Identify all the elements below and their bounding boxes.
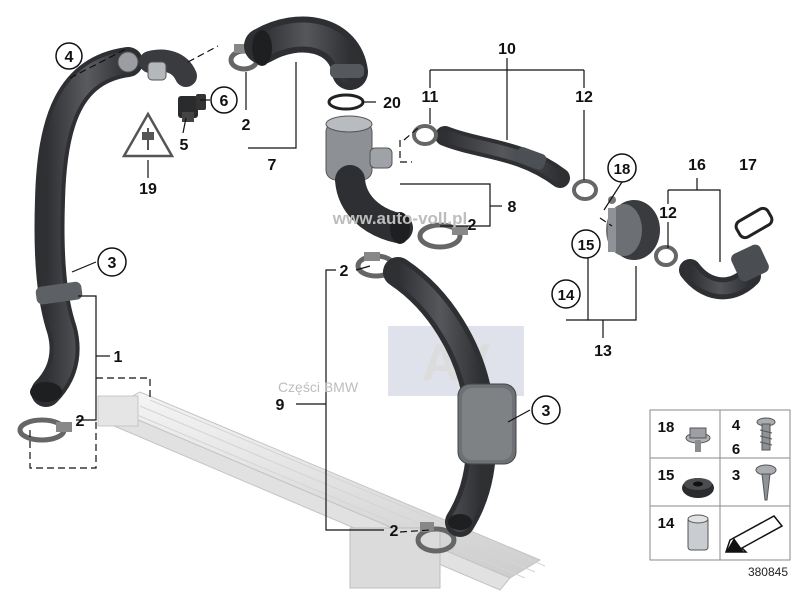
label-1: 1	[114, 349, 123, 366]
hose-clamp-12-right	[572, 179, 598, 201]
legend-cell-arrow	[724, 515, 784, 553]
legend-cell-4-6: 4 6	[732, 417, 776, 458]
label-2-throttle: 2	[468, 217, 477, 234]
svg-text:14: 14	[658, 515, 675, 532]
charge-air-pipe-left	[30, 47, 197, 407]
svg-text:18: 18	[614, 161, 631, 178]
label-2-mid: 2	[340, 263, 349, 280]
callout-4: 4	[55, 42, 83, 70]
svg-text:18: 18	[658, 419, 675, 436]
legend-cell-18: 18	[658, 419, 711, 452]
label-19: 19	[139, 181, 157, 198]
charge-air-hose-top	[244, 16, 368, 90]
legend-cell-3: 3	[732, 464, 777, 501]
label-11: 11	[422, 89, 439, 106]
leader-lines	[29, 45, 721, 533]
svg-text:6: 6	[732, 441, 740, 458]
throttle-adapter	[325, 115, 413, 244]
charge-air-hose-16	[679, 244, 769, 300]
pressure-sensor	[178, 94, 206, 122]
hose-clamp-11	[412, 124, 438, 146]
watermark-site: www.auto-voll.pl	[332, 209, 467, 228]
label-2-left: 2	[76, 413, 85, 430]
small-parts-legend: 18 4 6 15 3	[649, 409, 791, 561]
callout-6: 6	[210, 86, 238, 114]
label-2-bottom: 2	[390, 523, 399, 540]
svg-text:14: 14	[558, 287, 575, 304]
label-16: 16	[688, 157, 706, 174]
label-20: 20	[383, 95, 401, 112]
warning-triangle-icon	[121, 111, 175, 158]
legend-cell-15: 15	[658, 467, 714, 498]
label-13: 13	[594, 343, 612, 360]
gasket-17	[734, 206, 774, 240]
svg-text:4: 4	[65, 49, 74, 66]
svg-text:15: 15	[578, 237, 595, 254]
svg-text:15: 15	[658, 467, 675, 484]
svg-text:6: 6	[220, 93, 229, 110]
charge-air-hose-10	[435, 126, 570, 188]
callout-3-top: 3	[97, 247, 127, 277]
hose-clamp-bottom	[415, 522, 457, 554]
callout-3-right: 3	[531, 395, 561, 425]
label-2-top: 2	[242, 117, 251, 134]
label-10: 10	[498, 41, 516, 58]
svg-text:3: 3	[732, 467, 740, 484]
callout-15: 15	[571, 229, 601, 259]
hose-clamp-12-mid	[654, 245, 678, 267]
callout-14: 14	[551, 279, 581, 309]
resonator	[606, 196, 660, 260]
watermark-shop: Części BMW	[278, 379, 359, 395]
diagram-reference: 380845	[748, 565, 788, 579]
svg-text:3: 3	[108, 255, 117, 272]
legend-cell-14: 14	[658, 514, 709, 551]
label-7: 7	[268, 157, 277, 174]
label-12-mid: 12	[659, 205, 677, 222]
hose-clamp-left-bottom	[17, 417, 72, 443]
hose-clamp-throttle	[417, 222, 468, 250]
label-9: 9	[276, 397, 285, 414]
label-8: 8	[508, 199, 517, 216]
svg-text:4: 4	[732, 417, 741, 434]
callout-18: 18	[607, 153, 637, 183]
o-ring	[327, 93, 365, 111]
label-5: 5	[180, 137, 189, 154]
label-17: 17	[739, 157, 757, 174]
label-12-top: 12	[575, 89, 593, 106]
charge-air-pipe-right	[383, 257, 517, 537]
svg-text:3: 3	[542, 403, 551, 420]
